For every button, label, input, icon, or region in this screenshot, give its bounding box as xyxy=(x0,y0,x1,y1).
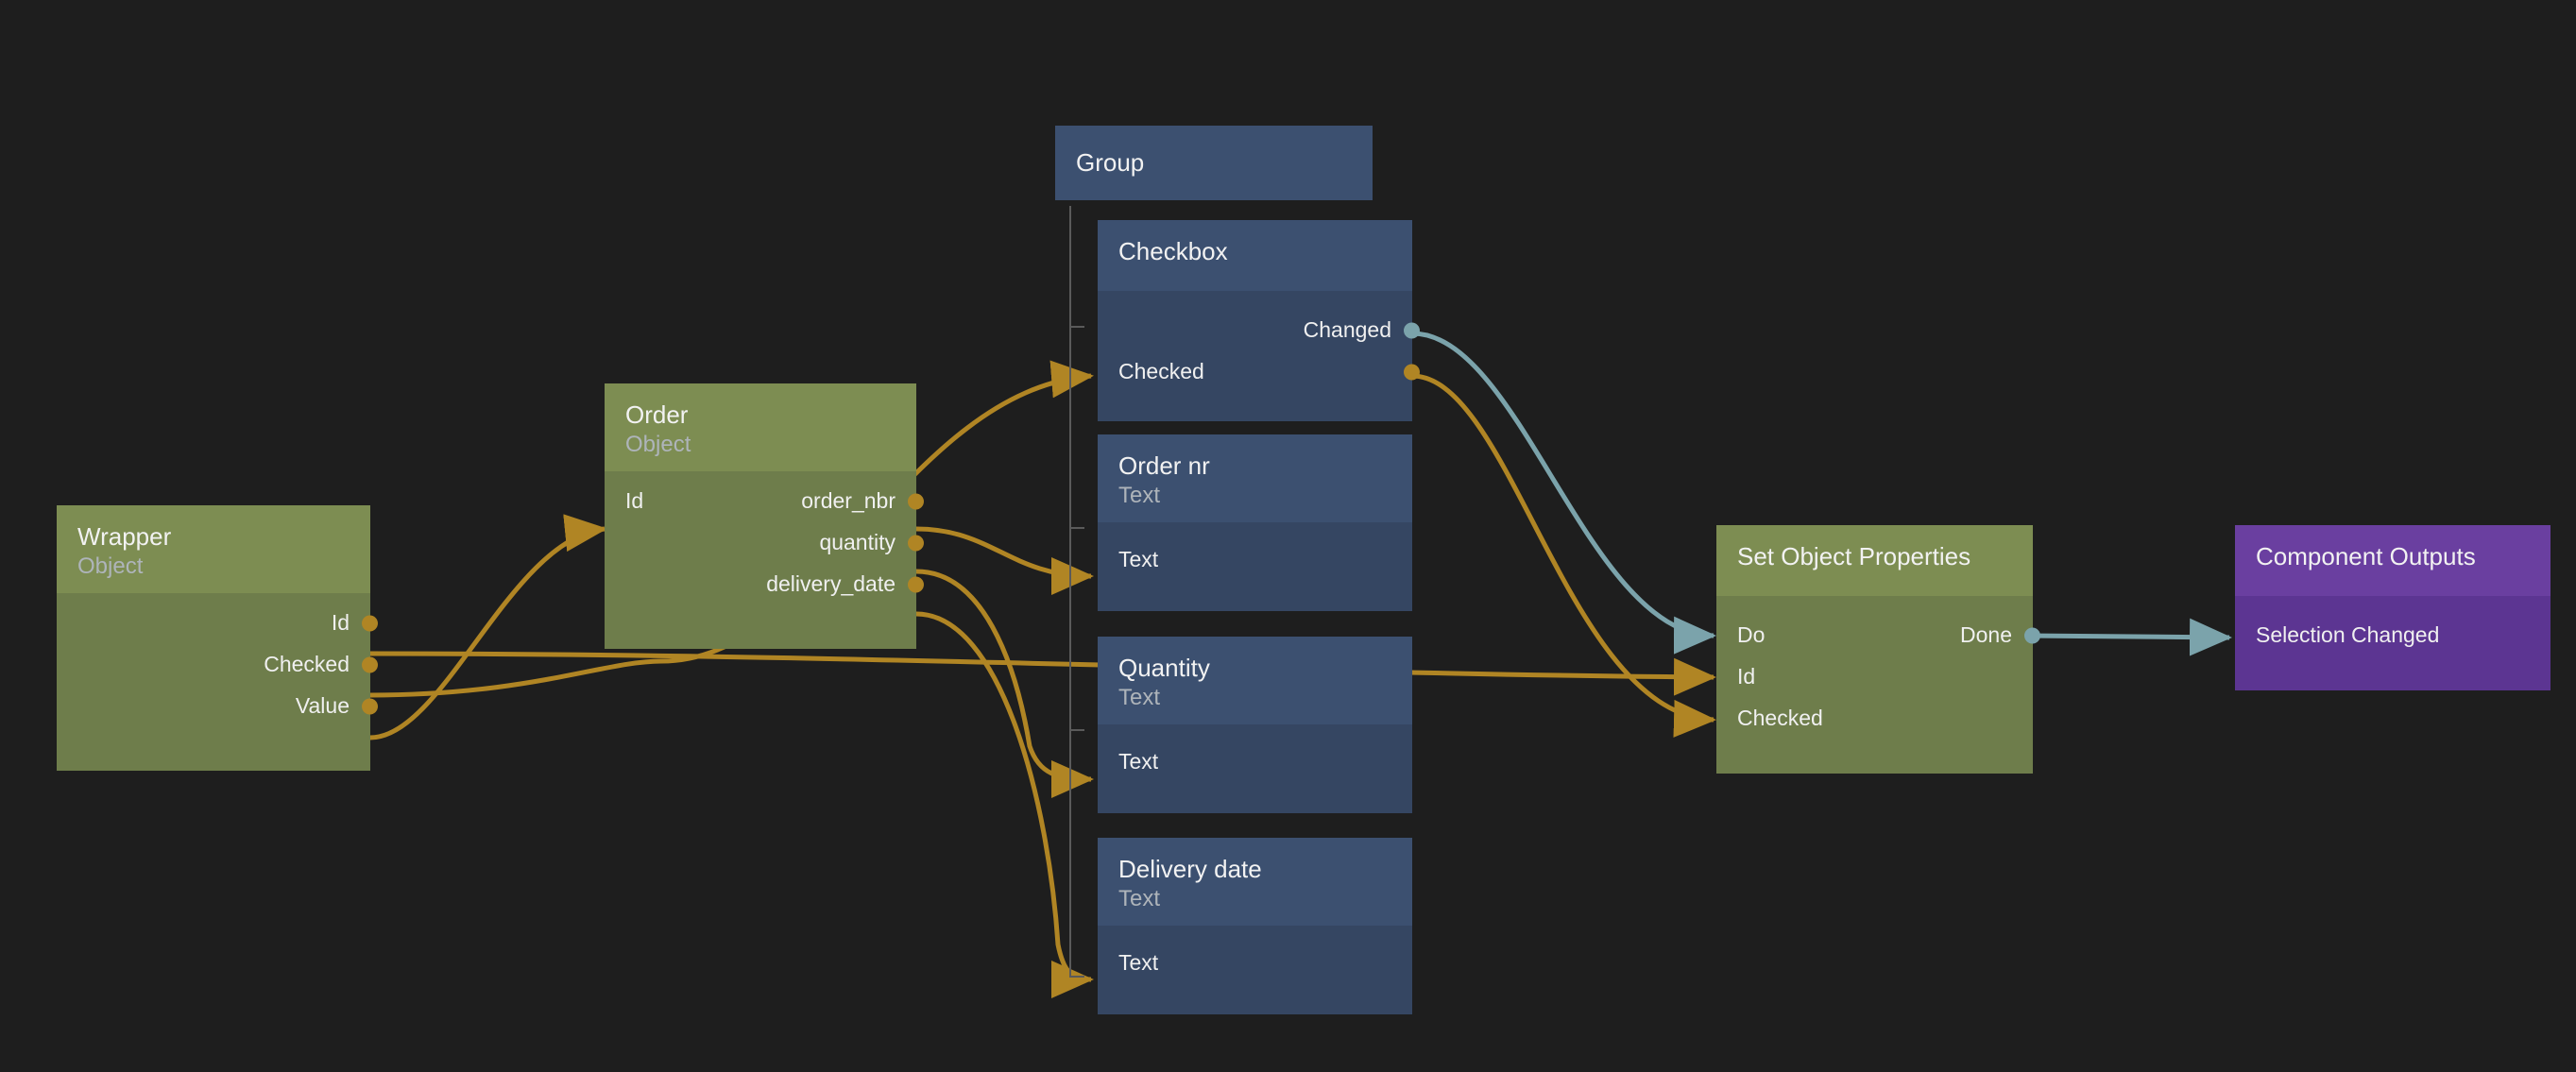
port-label: Text xyxy=(1118,547,1159,572)
edge-wrapper-value-to-order-id xyxy=(369,514,607,740)
port-sop-in-id[interactable]: Id xyxy=(1716,656,2033,698)
port-label: Selection Changed xyxy=(2256,622,2440,648)
group-tree-vertical xyxy=(1069,206,1071,978)
node-checkbox-title: Checkbox xyxy=(1118,237,1228,265)
port-dot-output[interactable] xyxy=(362,615,378,632)
node-component-outputs-body: Selection Changed xyxy=(2235,595,2550,690)
port-wrapper-out-id[interactable]: Id xyxy=(57,603,378,644)
node-quantity[interactable]: Quantity Text Text xyxy=(1098,637,1412,813)
node-order-nr-body: Text xyxy=(1098,521,1412,611)
node-order-nr[interactable]: Order nr Text Text xyxy=(1098,434,1412,611)
node-wrapper-title: Wrapper xyxy=(77,522,172,551)
port-dot-output[interactable] xyxy=(2024,627,2040,644)
port-dot-output[interactable] xyxy=(362,656,378,673)
node-checkbox-header: Checkbox xyxy=(1098,220,1412,291)
node-set-object-properties-header: Set Object Properties xyxy=(1716,525,2033,596)
port-label: quantity xyxy=(819,530,896,555)
edge-order-quantity-to-quantity-text xyxy=(915,569,1095,798)
port-quantity-in-text[interactable]: Text xyxy=(1098,741,1412,783)
group-node-header: Group xyxy=(1055,126,1373,200)
edge-sop-done-to-component-outputs xyxy=(2030,618,2232,656)
port-dot-output[interactable] xyxy=(908,535,924,552)
edge-checkbox-changed-to-sop-do xyxy=(1411,331,1716,655)
port-sop-row-do-done[interactable]: Do Done xyxy=(1716,615,2040,656)
edge-order-delivery-to-deliverydate-text xyxy=(915,611,1095,998)
node-order-nr-title: Order nr xyxy=(1118,451,1210,480)
node-order-title: Order xyxy=(625,400,689,429)
node-set-object-properties-title: Set Object Properties xyxy=(1737,542,1971,570)
port-label: Value xyxy=(295,693,350,719)
node-wrapper-body: Id Checked Value xyxy=(57,592,378,771)
port-label-order-in-id: Id xyxy=(625,488,644,514)
port-delivery-date-in-text[interactable]: Text xyxy=(1098,943,1412,984)
edge-order-nbr-to-ordernr-text xyxy=(915,526,1095,595)
port-component-outputs-in-selection-changed[interactable]: Selection Changed xyxy=(2235,615,2550,656)
node-quantity-title: Quantity xyxy=(1118,654,1210,682)
node-component-outputs[interactable]: Component Outputs Selection Changed xyxy=(2235,525,2550,690)
port-label: Text xyxy=(1118,749,1159,774)
node-order-nr-subtitle: Text xyxy=(1118,482,1161,508)
node-order-body: Id order_nbr quantity delivery_date xyxy=(605,470,924,649)
node-checkbox-body: Changed Checked xyxy=(1098,290,1420,421)
port-label-sop-out-done: Done xyxy=(1960,622,2012,648)
node-delivery-date-body: Text xyxy=(1098,925,1412,1014)
node-delivery-date-subtitle: Text xyxy=(1118,885,1161,911)
edge-wrapper-id-to-sop-id xyxy=(369,651,1716,696)
port-label: Text xyxy=(1118,950,1159,976)
port-label: Checked xyxy=(264,652,350,677)
node-wrapper[interactable]: Wrapper Object Id Checked Value xyxy=(57,505,378,771)
port-dot-output[interactable] xyxy=(908,493,924,510)
node-component-outputs-header: Component Outputs xyxy=(2235,525,2550,596)
port-dot-output[interactable] xyxy=(1404,364,1420,381)
node-component-outputs-title: Component Outputs xyxy=(2256,542,2476,570)
node-order-nr-header: Order nr Text xyxy=(1098,434,1412,522)
port-order-out-quantity[interactable]: quantity xyxy=(605,522,924,564)
port-label: Id xyxy=(331,610,350,636)
node-delivery-date-title: Delivery date xyxy=(1118,855,1262,883)
port-label: Changed xyxy=(1303,317,1391,343)
port-label: Checked xyxy=(1118,359,1204,384)
port-dot-output[interactable] xyxy=(908,576,924,593)
group-tree-branch-quantity xyxy=(1069,729,1084,731)
port-order-nr-in-text[interactable]: Text xyxy=(1098,539,1412,581)
port-sop-in-checked[interactable]: Checked xyxy=(1716,698,2033,740)
port-checkbox-out-changed[interactable]: Changed xyxy=(1098,310,1420,351)
node-wrapper-subtitle: Object xyxy=(77,553,144,579)
node-order-header: Order Object xyxy=(605,383,916,471)
edge-checkbox-checked-to-sop-checked xyxy=(1411,373,1716,738)
port-checkbox-in-checked[interactable]: Checked xyxy=(1098,351,1420,393)
port-dot-output[interactable] xyxy=(1404,322,1420,339)
node-set-object-properties[interactable]: Set Object Properties Do Done Id Checked xyxy=(1716,525,2040,774)
group-node-title: Group xyxy=(1076,148,1145,177)
port-label: delivery_date xyxy=(766,571,896,597)
node-wrapper-header: Wrapper Object xyxy=(57,505,370,593)
node-order[interactable]: Order Object Id order_nbr quantity deliv… xyxy=(605,383,924,649)
port-label-sop-in-do: Do xyxy=(1737,622,1766,648)
node-delivery-date-header: Delivery date Text xyxy=(1098,838,1412,926)
port-dot-output[interactable] xyxy=(362,698,378,715)
group-tree-branch-checkbox xyxy=(1069,326,1084,328)
node-quantity-body: Text xyxy=(1098,723,1412,813)
node-delivery-date[interactable]: Delivery date Text Text xyxy=(1098,838,1412,1014)
port-label: Id xyxy=(1737,664,1756,689)
group-tree-branch-ordernr xyxy=(1069,527,1084,529)
port-wrapper-out-checked[interactable]: Checked xyxy=(57,644,378,686)
node-order-subtitle: Object xyxy=(625,431,691,457)
node-set-object-properties-body: Do Done Id Checked xyxy=(1716,595,2040,774)
group-tree-branch-deliverydate xyxy=(1069,976,1084,978)
port-label-order-out-order-nbr: order_nbr xyxy=(801,488,896,514)
port-wrapper-out-value[interactable]: Value xyxy=(57,686,378,727)
group-node[interactable]: Group xyxy=(1055,126,1373,200)
port-label: Checked xyxy=(1737,706,1823,731)
port-order-row-id-ordernbr[interactable]: Id order_nbr xyxy=(605,481,924,522)
node-quantity-subtitle: Text xyxy=(1118,684,1161,710)
node-checkbox[interactable]: Checkbox Changed Checked xyxy=(1098,220,1420,421)
node-quantity-header: Quantity Text xyxy=(1098,637,1412,724)
port-order-out-delivery-date[interactable]: delivery_date xyxy=(605,564,924,605)
